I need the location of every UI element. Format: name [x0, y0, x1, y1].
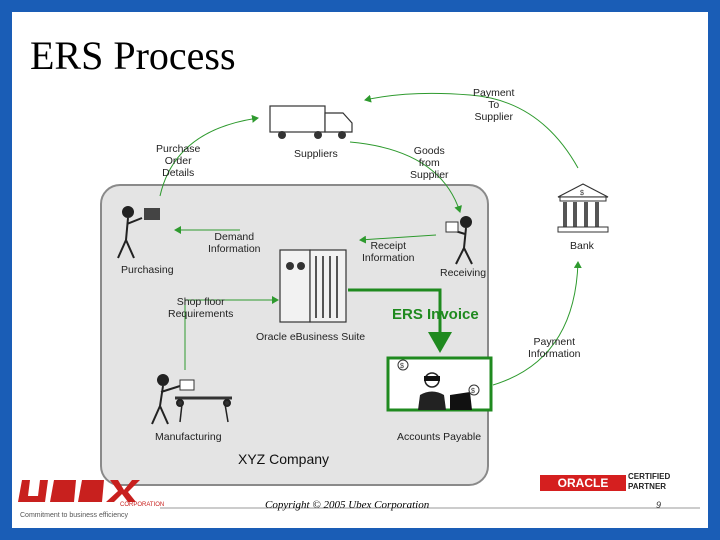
dollar-icon: $ $ — [397, 359, 480, 396]
ubex-logo — [18, 480, 48, 502]
flow-payment-information — [492, 261, 582, 386]
oracle-logo: ORACLE — [540, 475, 626, 491]
label-goods-from-supplier: Goods from Supplier — [410, 145, 449, 181]
label-receipt-information: Receipt Information — [362, 240, 415, 264]
svg-text:$: $ — [400, 363, 404, 370]
company-name: XYZ Company — [238, 451, 330, 467]
ers-invoice-arrow — [348, 288, 452, 353]
ubex-tagline: Commitment to business efficiency — [20, 512, 129, 519]
computer-icon — [386, 356, 493, 412]
label-receiving: Receiving — [440, 267, 487, 279]
copyright: Copyright © 2005 Ubex Corporation — [265, 499, 430, 511]
svg-text:$: $ — [580, 190, 584, 197]
slide-title: ERS Process — [30, 33, 236, 78]
flow-goods — [349, 141, 462, 213]
server-icon — [279, 249, 347, 323]
label-demand-information: Demand Information — [208, 231, 261, 255]
conveyor-icon — [151, 374, 232, 425]
label-oracle-suite: Oracle eBusiness Suite — [256, 331, 366, 343]
flow-receipt — [359, 234, 437, 244]
person-icon — [117, 206, 160, 259]
truck-icon — [269, 105, 353, 139]
page-number: 9 — [656, 500, 662, 510]
label-accounts-payable: Accounts Payable — [397, 431, 482, 443]
svg-text:$: $ — [471, 388, 475, 395]
flow-shop-floor — [184, 296, 279, 370]
flow-purchase-order — [159, 114, 259, 197]
certified-partner: CERTIFIED PARTNER — [628, 472, 671, 491]
company-boundary — [100, 184, 489, 486]
label-bank: Bank — [570, 240, 594, 252]
flow-payment-to-supplier — [364, 92, 579, 169]
label-shop-floor-requirements: Shop floor Requirements — [168, 296, 234, 320]
label-payment-information: Payment Information — [528, 336, 581, 360]
bank-icon: $ — [557, 183, 609, 233]
label-purchasing: Purchasing — [121, 264, 174, 276]
label-payment-to-supplier: Payment To Supplier — [473, 87, 515, 123]
label-manufacturing: Manufacturing — [155, 431, 222, 443]
label-ers-invoice: ERS Invoice — [392, 306, 479, 323]
label-purchase-order-details: Purchase Order Details — [156, 143, 201, 179]
person-icon — [445, 216, 473, 265]
ubex-corporation: CORPORATION — [120, 502, 165, 508]
label-suppliers: Suppliers — [294, 148, 338, 160]
